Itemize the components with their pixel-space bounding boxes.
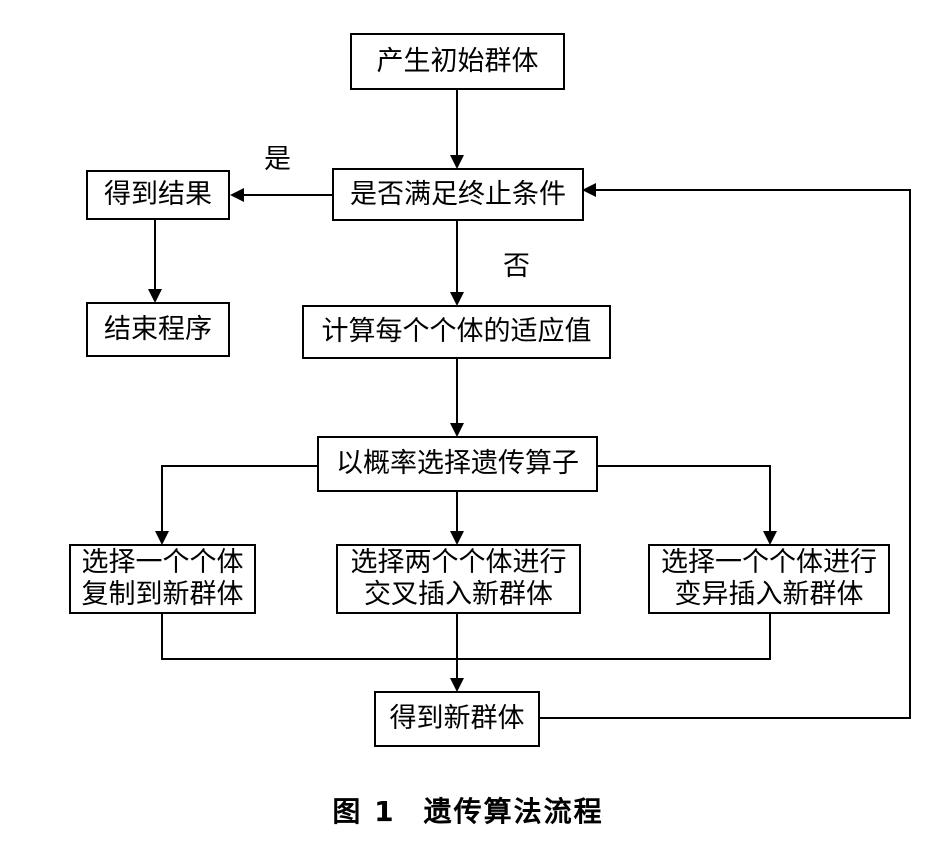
node-copy-line1: 选择一个个体 xyxy=(81,547,244,578)
edge-label-no: 否 xyxy=(503,251,530,282)
node-init-label: 产生初始群体 xyxy=(376,45,539,77)
node-mutation-line1: 选择一个个体进行 xyxy=(661,547,877,578)
node-end-label: 结束程序 xyxy=(104,313,212,345)
node-fitness: 计算每个个体的适应值 xyxy=(302,305,611,359)
node-check-label: 是否满足终止条件 xyxy=(350,178,566,210)
node-init: 产生初始群体 xyxy=(350,33,565,90)
merge-mutation xyxy=(457,614,771,660)
node-crossover-line2: 交叉插入新群体 xyxy=(364,579,553,610)
arrow-select-to-copy xyxy=(155,465,317,545)
node-result: 得到结果 xyxy=(86,170,230,220)
node-copy: 选择一个个体 复制到新群体 xyxy=(69,544,256,614)
arrow-loop-back xyxy=(540,183,911,719)
node-result-label: 得到结果 xyxy=(104,179,212,210)
arrow-select-to-mutation xyxy=(598,465,777,545)
node-copy-line2: 复制到新群体 xyxy=(81,579,244,610)
figure-title: 遗传算法流程 xyxy=(423,795,604,828)
edge-label-yes: 是 xyxy=(264,144,291,175)
node-crossover: 选择两个个体进行 交叉插入新群体 xyxy=(336,544,581,614)
node-new-population: 得到新群体 xyxy=(374,691,540,747)
figure-number: 图 1 xyxy=(332,795,396,828)
node-end: 结束程序 xyxy=(86,302,230,357)
node-mutation: 选择一个个体进行 变异插入新群体 xyxy=(648,544,890,614)
node-select-operator-label: 以概率选择遗传算子 xyxy=(336,448,579,479)
node-new-population-label: 得到新群体 xyxy=(389,703,525,734)
node-mutation-line2: 变异插入新群体 xyxy=(674,579,864,610)
node-check: 是否满足终止条件 xyxy=(332,168,584,221)
merge-copy xyxy=(161,614,457,660)
node-fitness-label: 计算每个个体的适应值 xyxy=(321,316,592,347)
node-crossover-line1: 选择两个个体进行 xyxy=(350,547,567,578)
node-select-operator: 以概率选择遗传算子 xyxy=(317,436,598,492)
figure-caption: 图 1 遗传算法流程 xyxy=(0,790,936,830)
